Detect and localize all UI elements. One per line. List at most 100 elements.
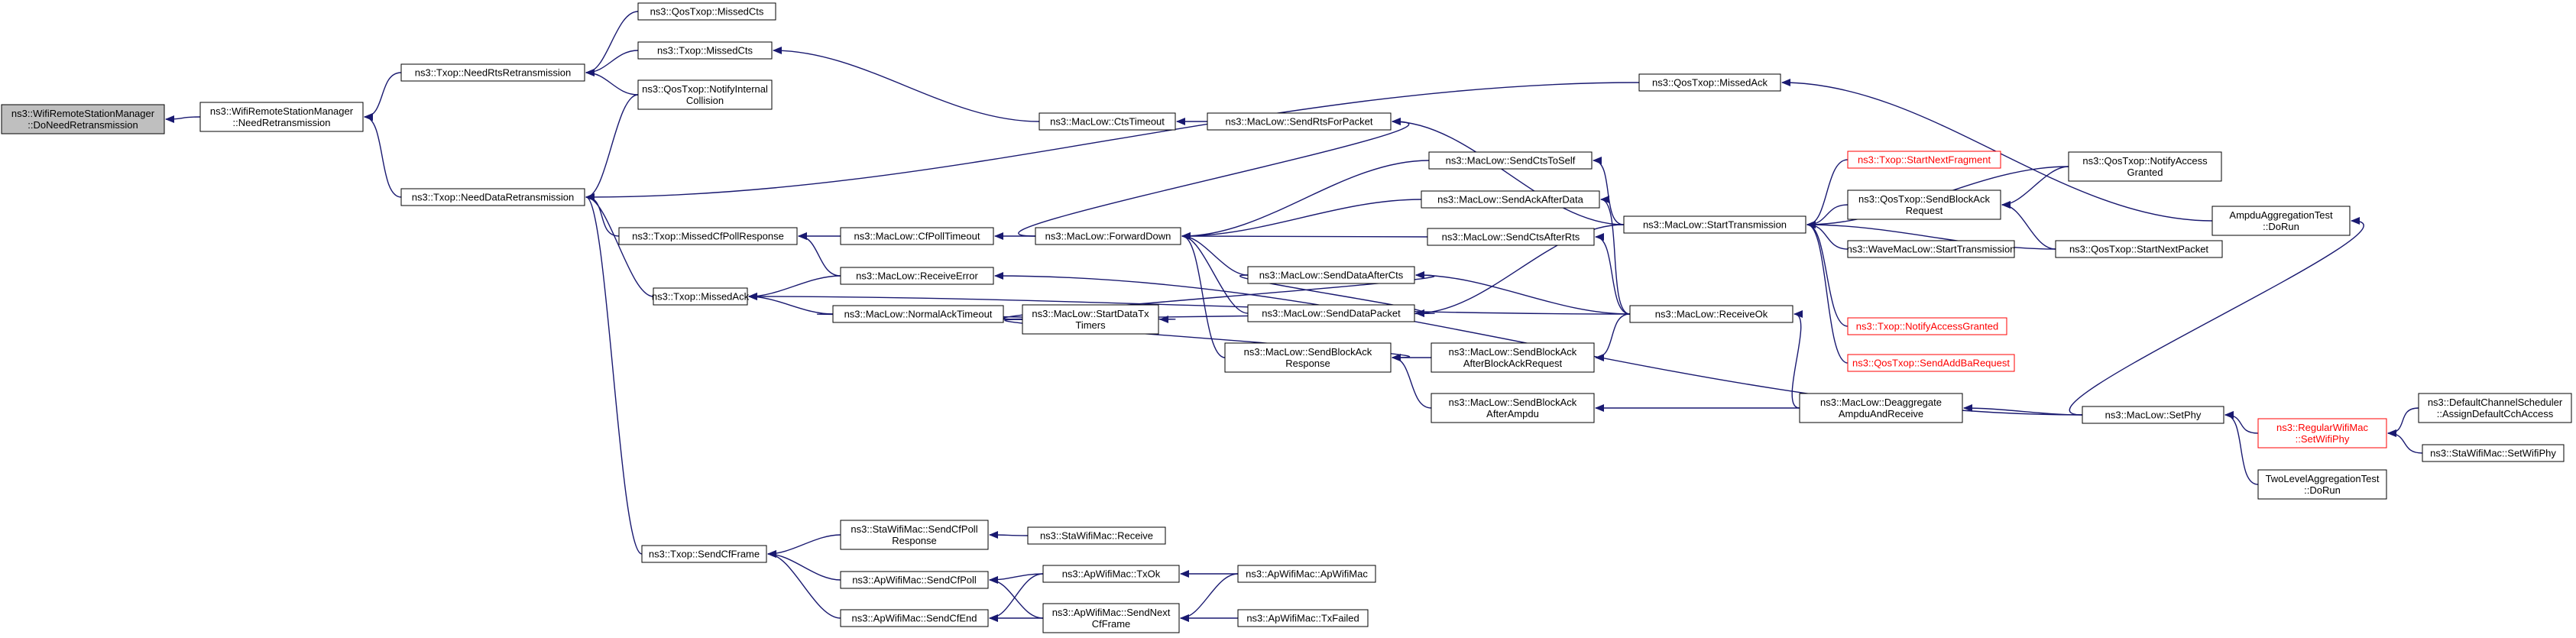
node-ns3-txop-notifyaccessgranted[interactable]: ns3::Txop::NotifyAccessGranted [1847, 317, 2007, 335]
node-ns3-maclow-receiveerror[interactable]: ns3::MacLow::ReceiveError [840, 267, 994, 285]
node-ns3-txop-missedack[interactable]: ns3::Txop::MissedAck [652, 287, 750, 306]
node-ns3-apwifimac-apwifimac[interactable]: ns3::ApWifiMac::ApWifiMac [1237, 565, 1376, 583]
node-label: CfFrame [1092, 618, 1131, 630]
node-ns3-stawifimac-receive[interactable]: ns3::StaWifiMac::Receive [1027, 526, 1166, 545]
node-ns3-apwifimac-sendcfend[interactable]: ns3::ApWifiMac::SendCfEnd [840, 609, 989, 627]
node-ns3-regularwifimac-setwifiphy[interactable]: ns3::RegularWifiMac::SetWifiPhy [2257, 418, 2387, 449]
node-label: Request [1906, 205, 1943, 216]
node-ns3-maclow-senddatapacket[interactable]: ns3::MacLow::SendDataPacket [1247, 304, 1415, 322]
node-label: Timers [1075, 319, 1106, 331]
node-label: AmpduAggregationTest [2229, 209, 2333, 221]
edge-n42-n41 [767, 534, 841, 558]
edge-n25-n17 [1415, 224, 1625, 317]
node-label: ns3::Txop::NeedDataRetransmission [412, 192, 574, 203]
node-label: ::SetWifiPhy [2296, 433, 2350, 445]
node-label: ns3::Txop::MissedCts [657, 45, 753, 57]
node-label: Granted [2127, 167, 2163, 178]
node-ns3-maclow-receiveok[interactable]: ns3::MacLow::ReceiveOk [1629, 305, 1793, 323]
edge-n21-n22 [748, 293, 834, 315]
node-ns3-txop-sendcfframe[interactable]: ns3::Txop::SendCfFrame [641, 545, 767, 563]
node-ns3-maclow-sendctsafterrts[interactable]: ns3::MacLow::SendCtsAfterRts [1427, 228, 1595, 246]
node-ns3-qostxop-sendaddbarequest[interactable]: ns3::QosTxop::SendAddBaRequest [1847, 354, 2015, 372]
node-label: ::AssignDefaultCchAccess [2437, 408, 2554, 419]
node-ns3-maclow-forwarddown[interactable]: ns3::MacLow::ForwardDown [1035, 227, 1181, 245]
node-ns3-maclow-sendackafterdata[interactable]: ns3::MacLow::SendAckAfterData [1421, 190, 1600, 209]
node-label: ns3::QosTxop::NotifyAccess [2082, 155, 2208, 167]
node-ns3-apwifimac-txfailed[interactable]: ns3::ApWifiMac::TxFailed [1237, 609, 1369, 627]
edge-n26-n14 [1600, 196, 1631, 315]
node-label: ns3::Txop::MissedCfPollResponse [632, 231, 784, 242]
node-box [1247, 266, 1415, 284]
node-ns3-apwifimac-sendcfpoll[interactable]: ns3::ApWifiMac::SendCfPoll [840, 571, 989, 589]
node-label: Collision [686, 95, 724, 106]
node-box [1237, 609, 1369, 627]
node-box [1847, 189, 2001, 220]
node-ns3-defaultchannelscheduler-assigndefaultcchaccess[interactable]: ns3::DefaultChannelScheduler::AssignDefa… [2418, 393, 2572, 423]
node-ns3-qostxop-missedcts[interactable]: ns3::QosTxop::MissedCts [637, 2, 776, 21]
edge-line [2224, 411, 2259, 434]
edge-line [1018, 118, 1410, 237]
node-label: ns3::WaveMacLow::StartTransmission [1847, 244, 2016, 255]
node-ns3-maclow-sendrtsforpacket[interactable]: ns3::MacLow::SendRtsForPacket [1207, 112, 1392, 131]
node-box [199, 102, 364, 132]
node-box [2068, 151, 2222, 182]
node-label: ns3::ApWifiMac::SendCfEnd [851, 613, 977, 624]
node-ns3-apwifimac-txok[interactable]: ns3::ApWifiMac::TxOk [1042, 565, 1180, 583]
node-ns3-maclow-ctstimeout[interactable]: ns3::MacLow::CtsTimeout [1039, 112, 1176, 131]
node-ns3-txop-missedcfpollresponse[interactable]: ns3::Txop::MissedCfPollResponse [618, 227, 798, 245]
node-ns3-maclow-cfpolltimeout[interactable]: ns3::MacLow::CfPollTimeout [840, 227, 994, 245]
edge-n20-n22 [748, 275, 841, 300]
edge-line [165, 115, 201, 123]
node-box [1847, 151, 2001, 169]
node-box [840, 227, 994, 245]
node-ns3-maclow-setphy[interactable]: ns3::MacLow::SetPhy [2082, 406, 2224, 424]
edge-n36-n35 [2069, 217, 2364, 416]
node-ampduaggregationtest-dorun[interactable]: AmpduAggregationTest::DoRun [2211, 206, 2351, 236]
node-ns3-maclow-starttransmission[interactable]: ns3::MacLow::StartTransmission [1623, 215, 1806, 234]
node-ns3-qostxop-startnextpacket[interactable]: ns3::QosTxop::StartNextPacket [2055, 240, 2223, 258]
edge-line [748, 275, 841, 300]
node-ns3-stawifimac-setwifiphy[interactable]: ns3::StaWifiMac::SetWifiPhy [2422, 444, 2565, 462]
node-label: ns3::QosTxop::NotifyInternal [642, 83, 768, 95]
node-box [1237, 565, 1376, 583]
node-ns3-qostxop-notifyaccess-granted[interactable]: ns3::QosTxop::NotifyAccessGranted [2068, 151, 2222, 182]
node-label: ns3::DefaultChannelScheduler [2428, 397, 2563, 408]
node-label: ::NeedRetransmission [233, 117, 331, 128]
edge-line [585, 193, 654, 297]
node-label: ns3::Txop::NotifyAccessGranted [1856, 321, 1998, 332]
node-box [1421, 190, 1600, 209]
node-ns3-wifiremotestationmanager-doneedretransmission[interactable]: ns3::WifiRemoteStationManager::DoNeedRet… [1, 104, 165, 134]
node-ns3-txop-startnextfragment[interactable]: ns3::Txop::StartNextFragment [1847, 151, 2001, 169]
node-ns3-txop-needdataretransmission[interactable]: ns3::Txop::NeedDataRetransmission [400, 188, 585, 206]
node-ns3-maclow-normalacktimeout[interactable]: ns3::MacLow::NormalAckTimeout [832, 305, 1004, 323]
node-label: ns3::MacLow::SendDataPacket [1262, 308, 1401, 319]
node-box [1629, 305, 1793, 323]
node-ns3-txop-missedcts[interactable]: ns3::Txop::MissedCts [637, 41, 773, 60]
node-box [1847, 317, 2007, 335]
edge-line [364, 72, 402, 121]
node-ns3-wavemaclow-starttransmission[interactable]: ns3::WaveMacLow::StartTransmission [1847, 240, 2016, 258]
edge-line [2001, 166, 2069, 209]
node-twolevelaggregationtest-dorun[interactable]: TwoLevelAggregationTest::DoRun [2257, 469, 2387, 500]
node-ns3-maclow-senddataaftercts[interactable]: ns3::MacLow::SendDataAfterCts [1247, 266, 1415, 284]
node-ns3-wifiremotestationmanager-needretransmission[interactable]: ns3::WifiRemoteStationManager::NeedRetra… [199, 102, 364, 132]
edge-n28-n25 [1806, 159, 1849, 228]
edge-line [1392, 354, 1432, 409]
node-label: ns3::ApWifiMac::ApWifiMac [1246, 568, 1368, 580]
edge-line [2001, 201, 2056, 250]
node-ns3-maclow-sendblockack-afterblockackrequest[interactable]: ns3::MacLow::SendBlockAckAfterBlockAckRe… [1431, 342, 1595, 373]
node-ns3-maclow-sendctstoself[interactable]: ns3::MacLow::SendCtsToSelf [1428, 151, 1593, 170]
node-ns3-txop-needrtsretransmission[interactable]: ns3::Txop::NeedRtsRetransmission [400, 63, 585, 82]
edge-n12-n8 [1018, 118, 1410, 237]
node-ns3-qostxop-missedack[interactable]: ns3::QosTxop::MissedAck [1638, 73, 1781, 92]
edge-line [989, 576, 1044, 619]
node-box [2422, 444, 2565, 462]
